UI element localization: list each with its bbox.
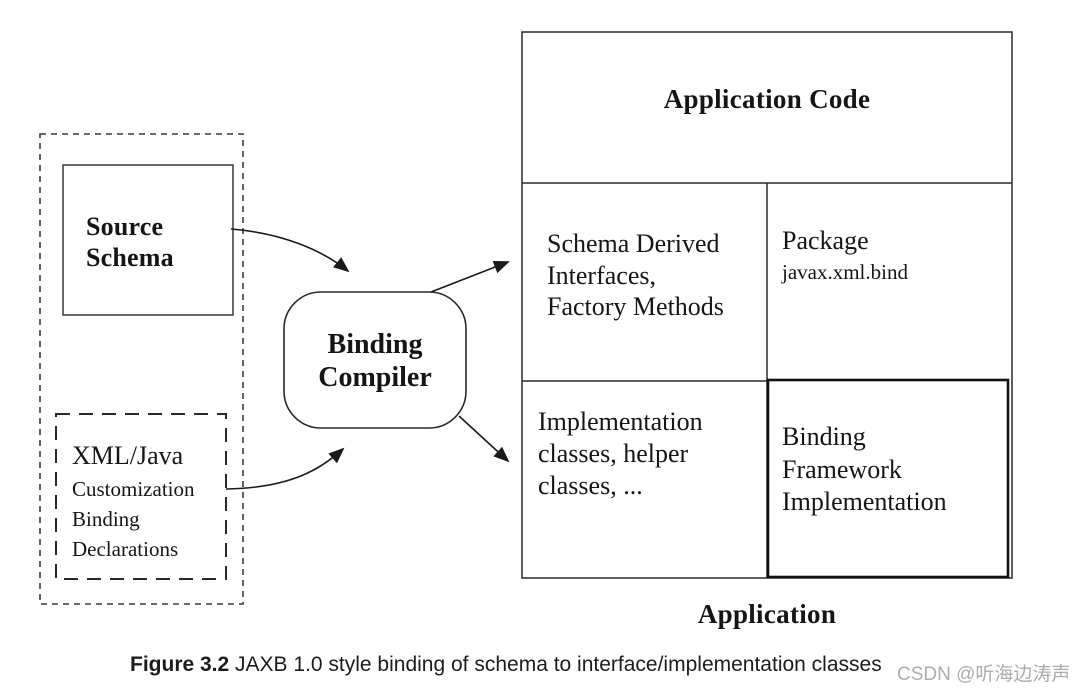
arrow-schema-to-compiler [230, 228, 350, 273]
figure-caption-number: Figure 3.2 [130, 653, 230, 676]
arrow-compiler-to-interfaces [430, 261, 510, 293]
customization-lines: Customization Binding Declarations [72, 477, 195, 561]
arrow-customization-to-compiler [225, 447, 345, 490]
binding-framework-label: Binding Framework Implementation [782, 422, 947, 516]
implementation-classes-label: Implementation classes, helper classes, … [538, 407, 703, 500]
schema-group-dashed-box [39, 133, 244, 605]
source-schema-box [62, 164, 234, 316]
binding-compiler-label: Binding Compiler [318, 329, 432, 393]
application-code-label: Application Code [663, 84, 871, 114]
customization-title: XML/Java [72, 441, 184, 470]
package-name-label: javax.xml.bind [782, 260, 908, 284]
schema-derived-label: Schema Derived Interfaces, Factory Metho… [547, 229, 724, 321]
package-title-label: Package [782, 226, 869, 255]
binding-compiler-box [283, 291, 467, 429]
customization-dashed-box [55, 413, 227, 580]
figure-caption: Figure 3.2 JAXB 1.0 style binding of sch… [130, 653, 882, 677]
arrow-compiler-to-implementation [458, 415, 510, 463]
source-schema-label: Source Schema [86, 212, 174, 272]
binding-framework-box [766, 378, 1010, 579]
figure-caption-text: JAXB 1.0 style binding of schema to inte… [229, 653, 882, 676]
application-label: Application [697, 599, 837, 629]
watermark-text: CSDN @听海边涛声 [897, 664, 1071, 685]
